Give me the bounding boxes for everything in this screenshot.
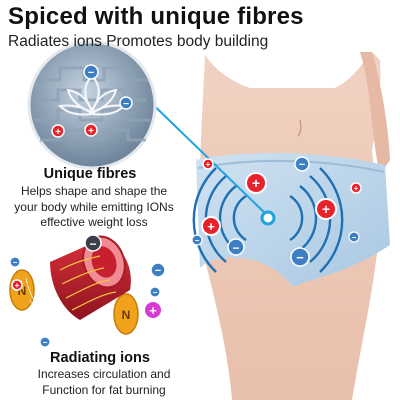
svg-text:+: + (55, 127, 61, 138)
positive-ion: + (350, 182, 362, 194)
svg-text:−: − (232, 241, 239, 255)
positive-ion: + (51, 124, 65, 138)
positive-ion: + (315, 198, 337, 220)
svg-text:−: − (88, 67, 94, 79)
negative-ion: − (191, 234, 203, 246)
svg-text:+: + (206, 160, 211, 169)
callout-line (139, 91, 269, 217)
svg-text:−: − (13, 258, 18, 267)
svg-text:+: + (88, 126, 94, 137)
headline: Spiced with unique fibres (8, 3, 304, 30)
svg-text:−: − (153, 288, 158, 297)
negative-ion: − (290, 247, 310, 267)
svg-text:−: − (195, 236, 200, 245)
magnet-right: N (113, 293, 139, 335)
svg-text:+: + (207, 219, 215, 234)
positive-ion: + (202, 158, 214, 170)
positive-ion: + (84, 123, 98, 137)
waistband (197, 159, 385, 173)
svg-text:−: − (123, 99, 129, 110)
shapewear (196, 153, 390, 286)
magnet-left-label: N (18, 284, 27, 298)
svg-text:+: + (252, 175, 260, 191)
svg-text:+: + (15, 281, 20, 290)
negative-ion: − (83, 64, 99, 80)
svg-text:+: + (354, 184, 359, 193)
negative-ion: − (84, 234, 102, 252)
feature-title-unique-fibres: Unique fibres (43, 166, 137, 182)
svg-text:−: − (352, 233, 357, 242)
callout-point (260, 210, 276, 226)
positive-ion: + (201, 216, 221, 236)
feature-description-radiating-ions: Increases circulation and Function for f… (37, 367, 171, 397)
negative-ion: − (149, 286, 161, 298)
svg-text:−: − (155, 265, 161, 277)
negative-ion: − (9, 256, 21, 268)
negative-ion: − (227, 238, 245, 256)
svg-text:−: − (89, 237, 96, 251)
feature-description-unique-fibres: Helps shape and shape the your body whil… (14, 184, 174, 229)
negative-ion: − (39, 336, 51, 348)
svg-text:−: − (299, 159, 305, 171)
svg-text:−: − (43, 338, 48, 347)
positive-ion: + (143, 300, 163, 320)
svg-text:−: − (296, 250, 304, 265)
svg-text:+: + (149, 303, 157, 318)
negative-ion: − (348, 231, 360, 243)
negative-ion: − (119, 96, 133, 110)
feature-title-radiating-ions: Radiating ions (50, 350, 150, 366)
negative-ion: − (294, 156, 310, 172)
positive-ion: + (11, 279, 23, 291)
subheadline: Radiates ions Promotes body building (8, 33, 269, 50)
positive-ion: + (245, 172, 267, 194)
svg-text:+: + (322, 201, 330, 217)
negative-ion: − (150, 262, 166, 278)
magnet-right-label: N (122, 308, 131, 322)
